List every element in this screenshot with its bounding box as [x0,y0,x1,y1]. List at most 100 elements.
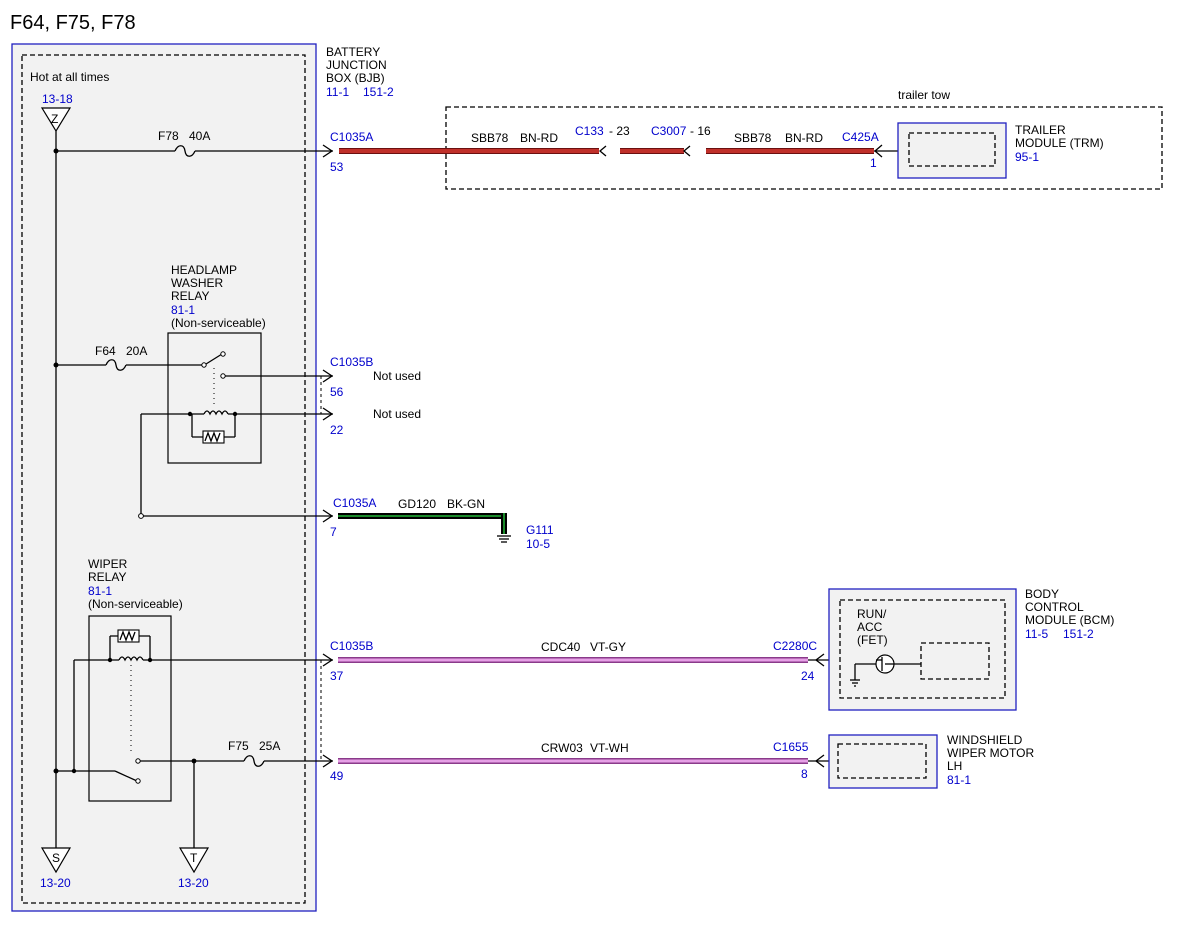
trailer-bjb-pin: 53 [330,160,344,174]
bjb-inner-outline [21,54,306,904]
bjb-ref-1[interactable]: 11-1 [326,85,349,99]
ground-ref[interactable]: 10-5 [526,537,550,551]
connector-arrow-icon [814,754,825,768]
connector-arrow-icon [322,653,334,667]
wiper-relay-ref[interactable]: 81-1 [88,584,112,598]
wiper-motor-inner-outline [837,743,927,779]
offpage-s: S 13-20 [40,847,72,890]
trailer-bjb-connector[interactable]: C1035A [330,130,373,144]
bcm-ref-2[interactable]: 151-2 [1063,627,1094,641]
relay-switch-icon [114,770,138,782]
bjb-module: BATTERY JUNCTION BOX (BJB) 11-1 151-2 Ho… [11,43,394,912]
offpage-z: 13-18 Z [40,92,73,133]
ground-id[interactable]: G111 [526,523,554,537]
c425a-connector[interactable]: C425A [842,130,879,144]
fuse-icon [174,145,196,157]
connector-arrow-icon [322,754,334,768]
c3007-pin: - 16 [690,124,711,138]
bcm-module: RUN/ ACC (FET) BODY CONTROL MODULE (BCM)… [828,587,1114,711]
hlw-relay-line-3: RELAY [171,289,209,303]
c1655-connector[interactable]: C1655 [773,740,809,754]
bjb-outline [11,43,317,912]
ground-bjb-connector[interactable]: C1035A [333,496,376,510]
wiper-motor-line-2: WIPER MOTOR [947,746,1034,760]
wiper-motor-line-1: WINDSHIELD [947,733,1023,747]
f75-fuse-rating: 25A [259,739,280,753]
fuse-icon [105,359,127,371]
hlw-relay-note: (Non-serviceable) [171,316,266,330]
t-ref[interactable]: 13-20 [178,876,209,890]
bcm-name-line-3: MODULE (BCM) [1025,613,1114,627]
bcm-ref-1[interactable]: 11-5 [1025,627,1048,641]
fet-transistor-icon [850,654,921,687]
f64-fuse-name: F64 [95,344,116,358]
trm-ref[interactable]: 95-1 [1015,150,1039,164]
trailer-wire-color: BN-RD [520,131,558,145]
t-triangle-icon [178,847,210,874]
bcm-bjb-connector[interactable]: C1035B [330,639,373,653]
c3007-connector[interactable]: C3007 [651,124,687,138]
trm-name-line-1: TRAILER [1015,123,1066,137]
wiper-relay-line-1: WIPER [88,557,128,571]
bcm-bjb-pin: 37 [330,669,344,683]
f75-fuse-name: F75 [228,739,249,753]
inline-connector-icon [598,145,607,157]
f78-fuse-name: F78 [158,129,179,143]
fet-line-1: RUN/ [857,607,887,621]
wiper-motor-ref[interactable]: 81-1 [947,773,971,787]
not-used-pin-22: 22 [330,423,344,437]
wiper-relay: WIPER RELAY 81-1 (Non-serviceable) F75 2… [56,557,333,890]
wiper-relay-box [88,615,172,802]
fuse-icon [243,755,265,767]
connector-arrow-icon [322,144,334,158]
hlw-relay-box [167,332,262,464]
fet-line-3: (FET) [857,633,888,647]
z-ref[interactable]: 13-18 [42,92,73,106]
wiper-motor-outline [828,734,938,789]
wiper-circuit-id: CRW03 [541,741,583,755]
wiper-motor-circuit: 49 CRW03 VT-WH C1655 8 [322,740,838,783]
bcm-circuit-id: CDC40 [541,640,581,654]
bjb-name-line-3: BOX (BJB) [326,71,385,85]
c1035b-connector-a[interactable]: C1035B [330,355,373,369]
connector-arrow-icon [322,369,334,383]
s-label: S [52,851,60,865]
ground-icon [497,535,511,543]
ground-bjb-pin: 7 [330,525,337,539]
s-triangle-icon [40,847,72,874]
bcm-name-line-2: CONTROL [1025,600,1084,614]
bcm-internal-block [920,642,990,680]
not-used-label-2: Not used [373,407,421,421]
z-triangle-icon [40,107,72,133]
relay-coil-icon [203,410,229,416]
bjb-name-line-2: JUNCTION [326,58,387,72]
ground-wire-color: BK-GN [447,497,485,511]
trm-inner-outline [908,132,996,167]
t-label: T [190,851,198,865]
c133-connector[interactable]: C133 [575,124,604,138]
connector-arrow-icon [874,144,883,158]
trailer-tow-label: trailer tow [898,88,950,102]
connector-arrow-icon [322,509,334,523]
bjb-ref-2[interactable]: 151-2 [363,85,394,99]
f78-fuse-rating: 40A [189,129,210,143]
wiper-bjb-pin: 49 [330,769,344,783]
ground-circuit-id: GD120 [398,497,436,511]
c2280c-connector[interactable]: C2280C [773,639,817,653]
s-ref[interactable]: 13-20 [40,876,71,890]
bcm-inner-outline [839,599,1006,699]
c425a-pin: 1 [870,156,877,170]
hlw-relay-ref[interactable]: 81-1 [171,303,195,317]
diagram-title: F64, F75, F78 [10,12,136,34]
relay-coil-icon [118,656,144,662]
relay-switch-icon [205,353,223,365]
headlamp-washer-relay: HEADLAMP WASHER RELAY 81-1 (Non-servicea… [56,263,421,519]
wiper-wire-color: VT-WH [590,741,629,755]
bcm-outline [828,588,1017,711]
trailer-circuit-id-2: SBB78 [734,131,772,145]
trailer-circuit-id: SBB78 [471,131,509,145]
trm-outline [897,122,1007,179]
wiper-relay-line-2: RELAY [88,570,126,584]
c2280c-pin: 24 [801,669,815,683]
